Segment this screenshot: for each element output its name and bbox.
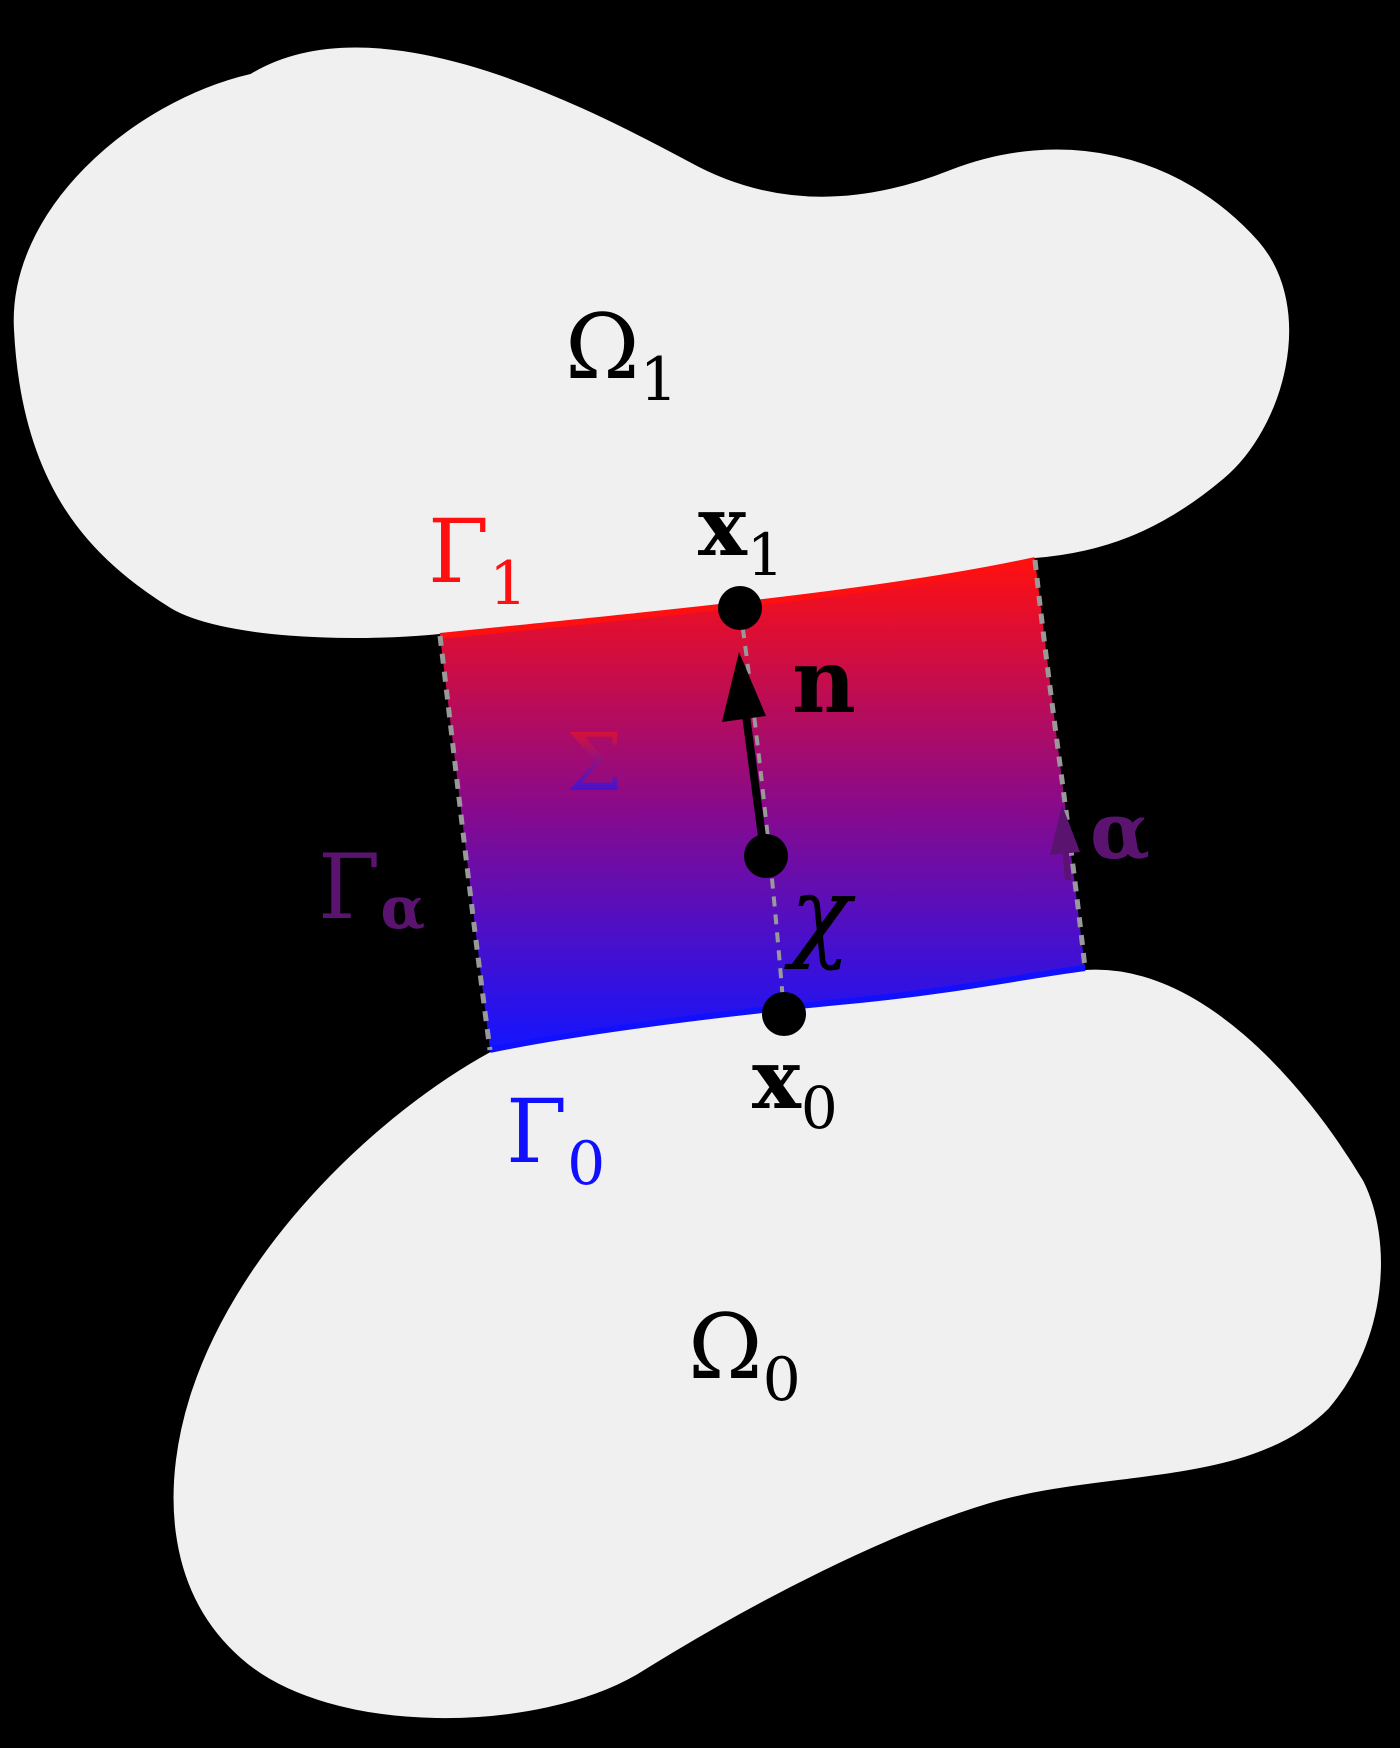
gamma1-curve (439, 557, 1036, 639)
alpha-arrow-head (1050, 805, 1080, 855)
label-x0-sub: 0 (801, 1074, 838, 1142)
point-x1 (718, 586, 762, 630)
label-sigma: Σ (566, 716, 623, 809)
sigma-surface (440, 560, 1085, 1050)
label-omega1-sub: 1 (640, 345, 678, 415)
label-gamma0-sub: 0 (567, 1129, 605, 1199)
gamma0-curve (489, 965, 1086, 1053)
n-arrow-shaft (740, 699, 768, 853)
region-omega1 (9, 43, 1294, 643)
gamma-alpha-right-edge (1032, 559, 1088, 969)
label-chi: χ (784, 855, 856, 972)
label-omega0-sub: 0 (763, 1345, 801, 1415)
label-gamma1: Γ1 (428, 500, 527, 619)
label-gamma-alpha: Γα (318, 835, 425, 942)
label-omega1-base: Ω (565, 295, 640, 400)
label-gamma0: Γ0 (506, 1080, 605, 1199)
n-arrow-head (722, 652, 766, 722)
label-omega0-base: Ω (688, 1295, 763, 1400)
label-gamma1-sub: 1 (489, 549, 527, 619)
label-x0: x0 (752, 1032, 838, 1142)
point-chi (744, 834, 788, 878)
label-gamma1-base: Γ (428, 500, 489, 603)
label-x0-base: x (752, 1032, 802, 1128)
gamma-alpha-left-edge (437, 635, 493, 1051)
label-x1-base: x (698, 479, 748, 575)
label-gamma0-base: Γ (506, 1080, 567, 1183)
label-omega0: Ω0 (688, 1295, 801, 1415)
label-alpha: α (1090, 786, 1150, 877)
characteristic-line (738, 607, 786, 1015)
label-gamma-alpha-base: Γ (318, 835, 380, 940)
label-gamma-alpha-sub: α (380, 874, 425, 942)
label-x1-sub: 1 (747, 521, 784, 589)
label-n: n (792, 629, 856, 733)
label-x1: x1 (698, 479, 784, 589)
label-omega1: Ω1 (565, 295, 678, 415)
point-x0 (762, 992, 806, 1036)
